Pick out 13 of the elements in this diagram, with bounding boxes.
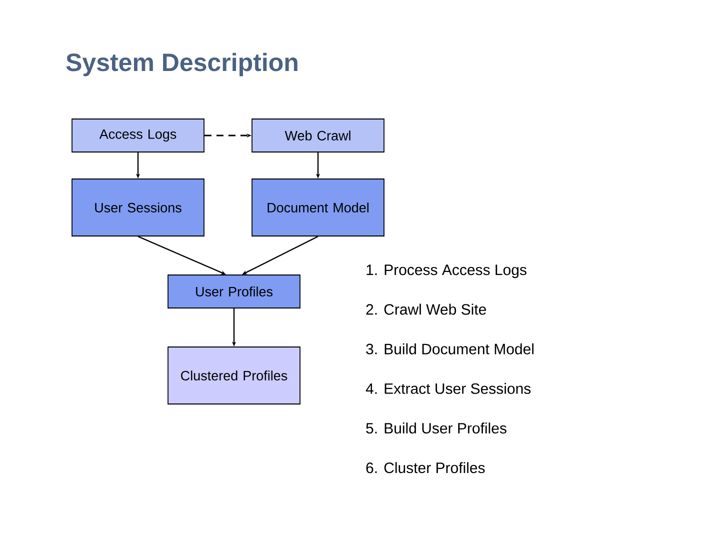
process-box: User Profiles — [168, 274, 300, 308]
list-item: 4. Extract User Sessions — [366, 382, 531, 394]
title: System Description — [66, 52, 298, 76]
process-box: User Sessions — [72, 178, 204, 236]
process-box: Web Crawl — [252, 118, 384, 152]
list-item: 3. Build Document Model — [366, 343, 534, 354]
process-box: Document Model — [252, 178, 384, 236]
process-box: Access Logs — [72, 118, 204, 152]
list-item: 5. Build User Profiles — [366, 422, 506, 434]
list-item: 6. Cluster Profiles — [366, 462, 485, 474]
list-item: 1. Process Access Logs — [366, 264, 526, 278]
process-box: Clustered Profiles — [168, 346, 300, 404]
list-item: 2. Crawl Web Site — [366, 304, 486, 315]
